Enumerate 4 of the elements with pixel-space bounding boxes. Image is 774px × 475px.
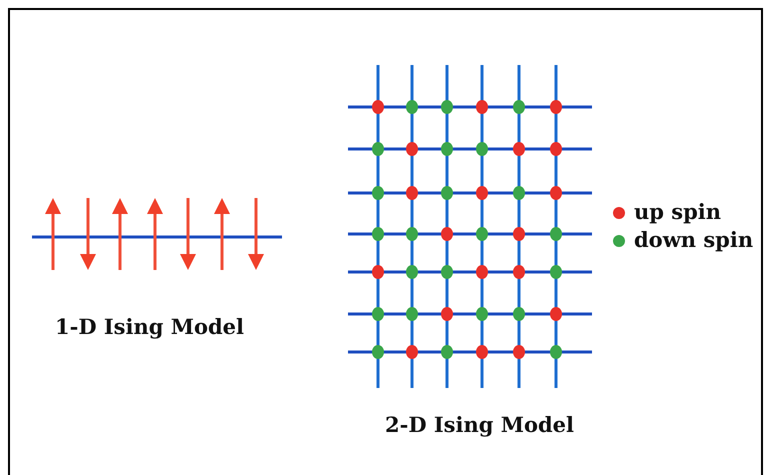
- model-caption: 1-D Ising Model: [55, 314, 244, 339]
- legend-text: down spin: [634, 227, 754, 252]
- model-caption: 2-D Ising Model: [385, 412, 574, 437]
- legend-text: up spin: [634, 199, 722, 224]
